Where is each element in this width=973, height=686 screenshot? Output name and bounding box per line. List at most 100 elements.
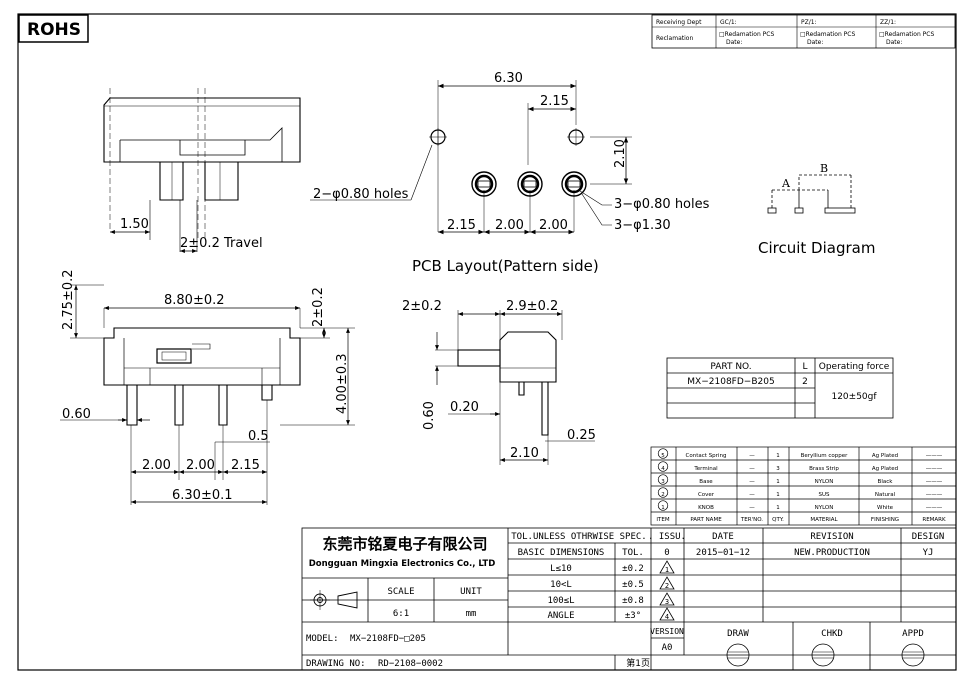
top-dims	[110, 230, 197, 253]
issue-date: 2015−01−12	[696, 548, 750, 558]
side-dims	[435, 312, 562, 462]
appd-label: APPD	[902, 629, 924, 639]
dim-2-15-front: 2.15	[231, 458, 260, 473]
dim-0-25: 0.25	[567, 428, 596, 443]
bom-cell: —	[749, 466, 755, 472]
model-label: MODEL:	[306, 634, 339, 644]
dim-2-10: 2.10	[613, 139, 628, 168]
dim-2-9: 2.9±0.2	[506, 299, 558, 314]
issue-no: 0	[664, 548, 669, 558]
tol-row-4-label: ANGLE	[547, 611, 574, 621]
bom-cell: Contact Spring	[686, 453, 727, 459]
bom-cell: 1	[661, 505, 665, 511]
bom-cell: KNOB	[698, 505, 714, 511]
appd-stamp-icon	[901, 643, 925, 667]
model-value: MX−2108FD−□205	[350, 634, 426, 644]
l-header: L	[802, 362, 807, 372]
tol-row-2-value: ±0.5	[622, 580, 644, 590]
bom-cell: Brass Strip	[809, 466, 839, 472]
bom-cell: Beryllium copper	[801, 453, 849, 459]
revision-marks	[659, 560, 675, 621]
reclamation-label: Reclamation	[656, 35, 693, 42]
reclamation-pcs-3: □Redamation PCS	[879, 31, 934, 38]
bom-cell: NYLON	[815, 505, 834, 511]
version-label: VERSION	[650, 627, 684, 636]
bom-cell: NYLON	[815, 479, 834, 485]
tol-row-2-label: 10<L	[550, 580, 572, 590]
unit-value: mm	[466, 609, 477, 619]
company-cn: 东莞市铭夏电子有限公司	[322, 535, 487, 553]
bom-cell: ———	[926, 505, 943, 511]
dim-2-00-front-b: 2.00	[186, 458, 215, 473]
bom-cell: —	[749, 505, 755, 511]
dim-0-60-side: 0.60	[422, 401, 437, 430]
date-2: Date:	[807, 39, 823, 46]
chkd-label: CHKD	[821, 629, 843, 639]
dim-2-00-front-a: 2.00	[142, 458, 171, 473]
label-2-holes: 2−φ0.80 holes	[313, 187, 409, 202]
bom-header: ITEM	[656, 517, 669, 523]
circuit-a: A	[781, 177, 791, 190]
pz-label: PZ/1:	[801, 19, 817, 26]
dim-0-60: 0.60	[62, 407, 91, 422]
bom-cell: 1	[776, 453, 780, 459]
bom-cell: 1	[776, 505, 780, 511]
dim-2-00-b: 2.00	[539, 218, 568, 233]
unit-label: UNIT	[460, 587, 482, 597]
tol-label: TOL.	[622, 548, 644, 558]
dim-6-30-front: 6.30±0.1	[172, 488, 233, 503]
circuit-diagram	[767, 174, 856, 214]
gc-label: GC/1:	[720, 19, 737, 26]
bom-cell: Black	[878, 479, 894, 485]
dim-2-15: 2.15	[447, 218, 476, 233]
bom-cell: 4	[661, 466, 665, 472]
bom-cell: 5	[661, 453, 665, 459]
part-no-value: MX−2108FD−B205	[687, 377, 774, 387]
part-table	[666, 357, 894, 419]
bom-cell: Base	[699, 479, 713, 485]
bom-cell: Ag Plated	[872, 453, 898, 459]
dim-travel: 2±0.2 Travel	[180, 236, 263, 251]
bom-cell: Natural	[875, 492, 896, 498]
bom-cell: 1	[776, 492, 780, 498]
tol-row-1-label: L≤10	[550, 564, 572, 574]
bom-rows: 5 Contact Spring — 1 Beryllium copper Ag Plat…	[656, 453, 946, 523]
pcb-holes	[310, 128, 612, 226]
dim-4-00: 4.00±0.3	[335, 353, 350, 414]
label-3-holes-b: 3−φ1.30	[614, 218, 671, 233]
draw-label: DRAW	[727, 629, 749, 639]
bom-table	[650, 446, 957, 526]
label-3-holes: 3−φ0.80 holes	[614, 197, 710, 212]
pcb-layout	[437, 80, 632, 235]
issu-label: . ISSU.	[648, 532, 686, 542]
bom-cell: Cover	[698, 492, 715, 498]
dim-1-50: 1.50	[120, 217, 149, 232]
bom-cell: Terminal	[693, 466, 718, 472]
drawing-no-value: RD−2108−0002	[378, 659, 443, 669]
bom-cell: —	[749, 492, 755, 498]
approval-stamps	[726, 643, 925, 667]
basic-dims: BASIC DIMENSIONS	[518, 548, 605, 558]
top-view	[103, 88, 301, 252]
part-no-header: PART NO.	[710, 362, 751, 372]
tol-row-3-value: ±0.8	[622, 596, 644, 606]
rev-mark-4: 4	[665, 613, 669, 621]
dim-2-00-a: 2.00	[495, 218, 524, 233]
version-value: A0	[662, 643, 673, 653]
force-value: 120±50gf	[831, 392, 877, 402]
tol-row-1-value: ±0.2	[622, 564, 644, 574]
force-header: Operating force	[819, 362, 890, 372]
bom-cell: 1	[776, 479, 780, 485]
reclamation-pcs-2: □Redamation PCS	[800, 31, 855, 38]
scale-label: SCALE	[387, 587, 414, 597]
bom-header: QTY.	[772, 517, 784, 523]
bom-cell: ———	[926, 466, 943, 472]
bom-cell: ———	[926, 453, 943, 459]
projection-symbol-icon	[310, 590, 358, 610]
bom-header: TER'NO.	[740, 517, 763, 523]
receiving-dept: Receiving Dept	[656, 19, 702, 26]
side-view	[435, 310, 595, 465]
company-en: Dongguan Mingxia Electronics Co., LTD	[309, 559, 496, 569]
circuit-b: B	[820, 162, 828, 175]
circuit-label: Circuit Diagram	[758, 239, 875, 257]
